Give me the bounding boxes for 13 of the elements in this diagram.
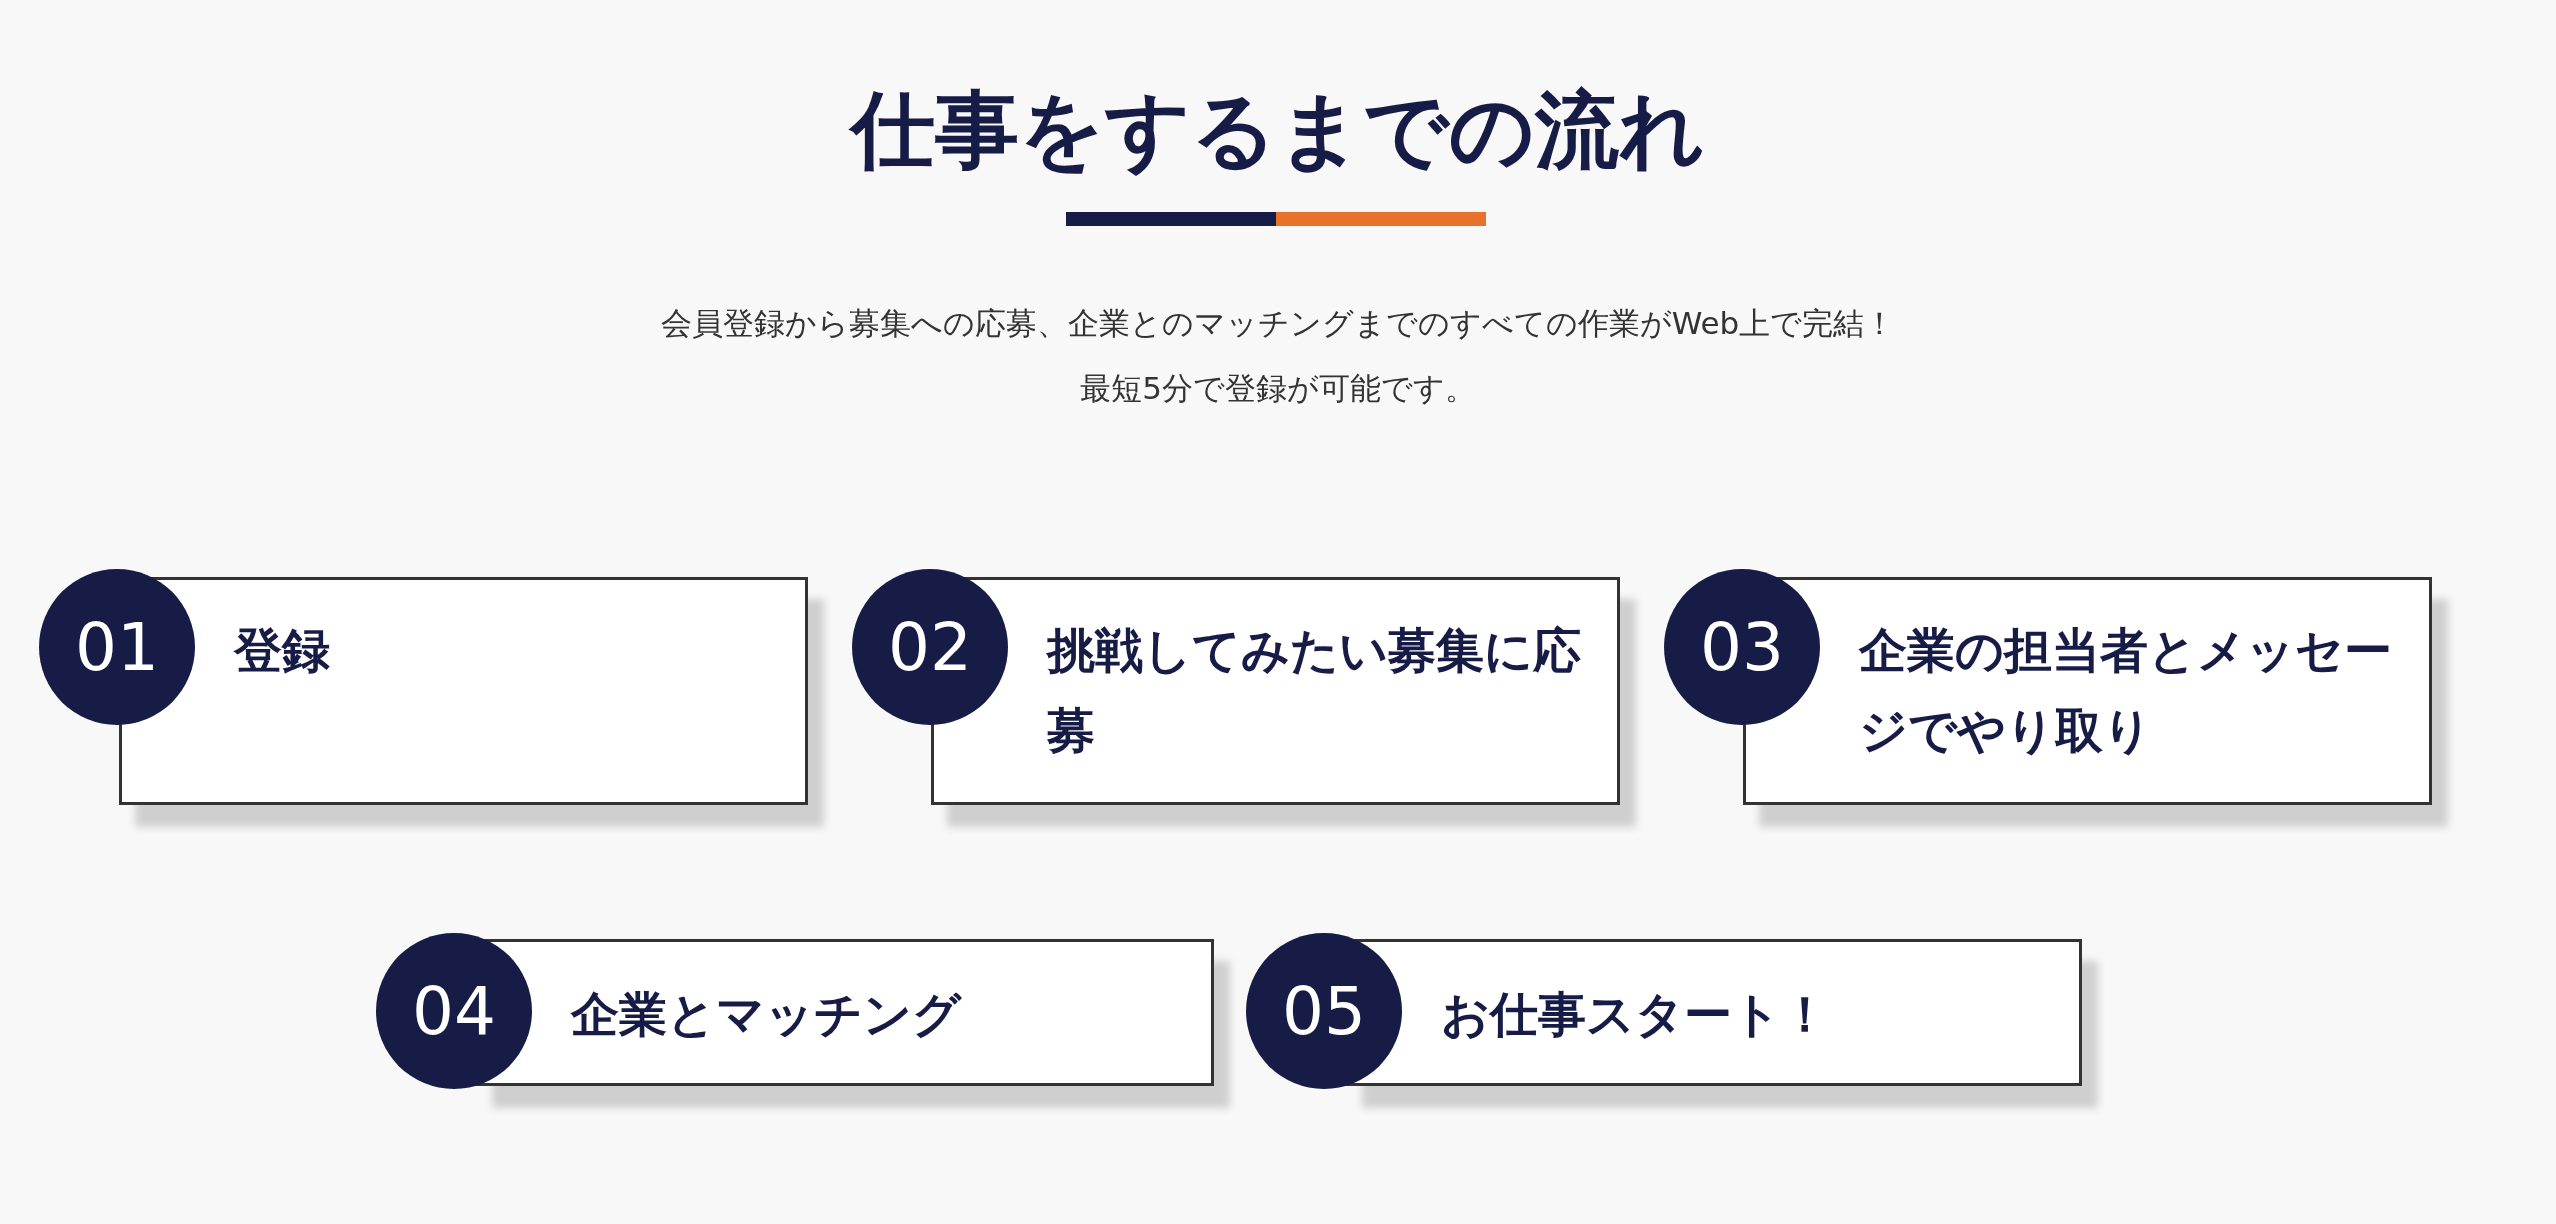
step-number-circle: 02 <box>852 569 1008 725</box>
step-text: 登録 <box>234 621 331 680</box>
step-text: お仕事スタート！ <box>1441 985 1830 1044</box>
step-text: 挑戦してみたい募集に応募 <box>1047 621 1582 760</box>
subtitle-text: 最短5分で登録が可能です。 <box>1079 369 1477 408</box>
step-text: 企業の担当者とメッセージでやり取り <box>1859 621 2393 760</box>
step-number-circle: 05 <box>1246 933 1402 1089</box>
step-number-circle: 01 <box>39 569 195 725</box>
step-number-circle: 03 <box>1664 569 1820 725</box>
step-number-circle: 04 <box>376 933 532 1089</box>
title: 仕事をするまでの流れ <box>0 70 2556 190</box>
step-text: 企業とマッチング <box>571 985 963 1044</box>
subtitle-text: 会員登録から募集への応募、企業とのマッチングまでのすべての作業がWeb上で完結！ <box>659 304 1897 343</box>
